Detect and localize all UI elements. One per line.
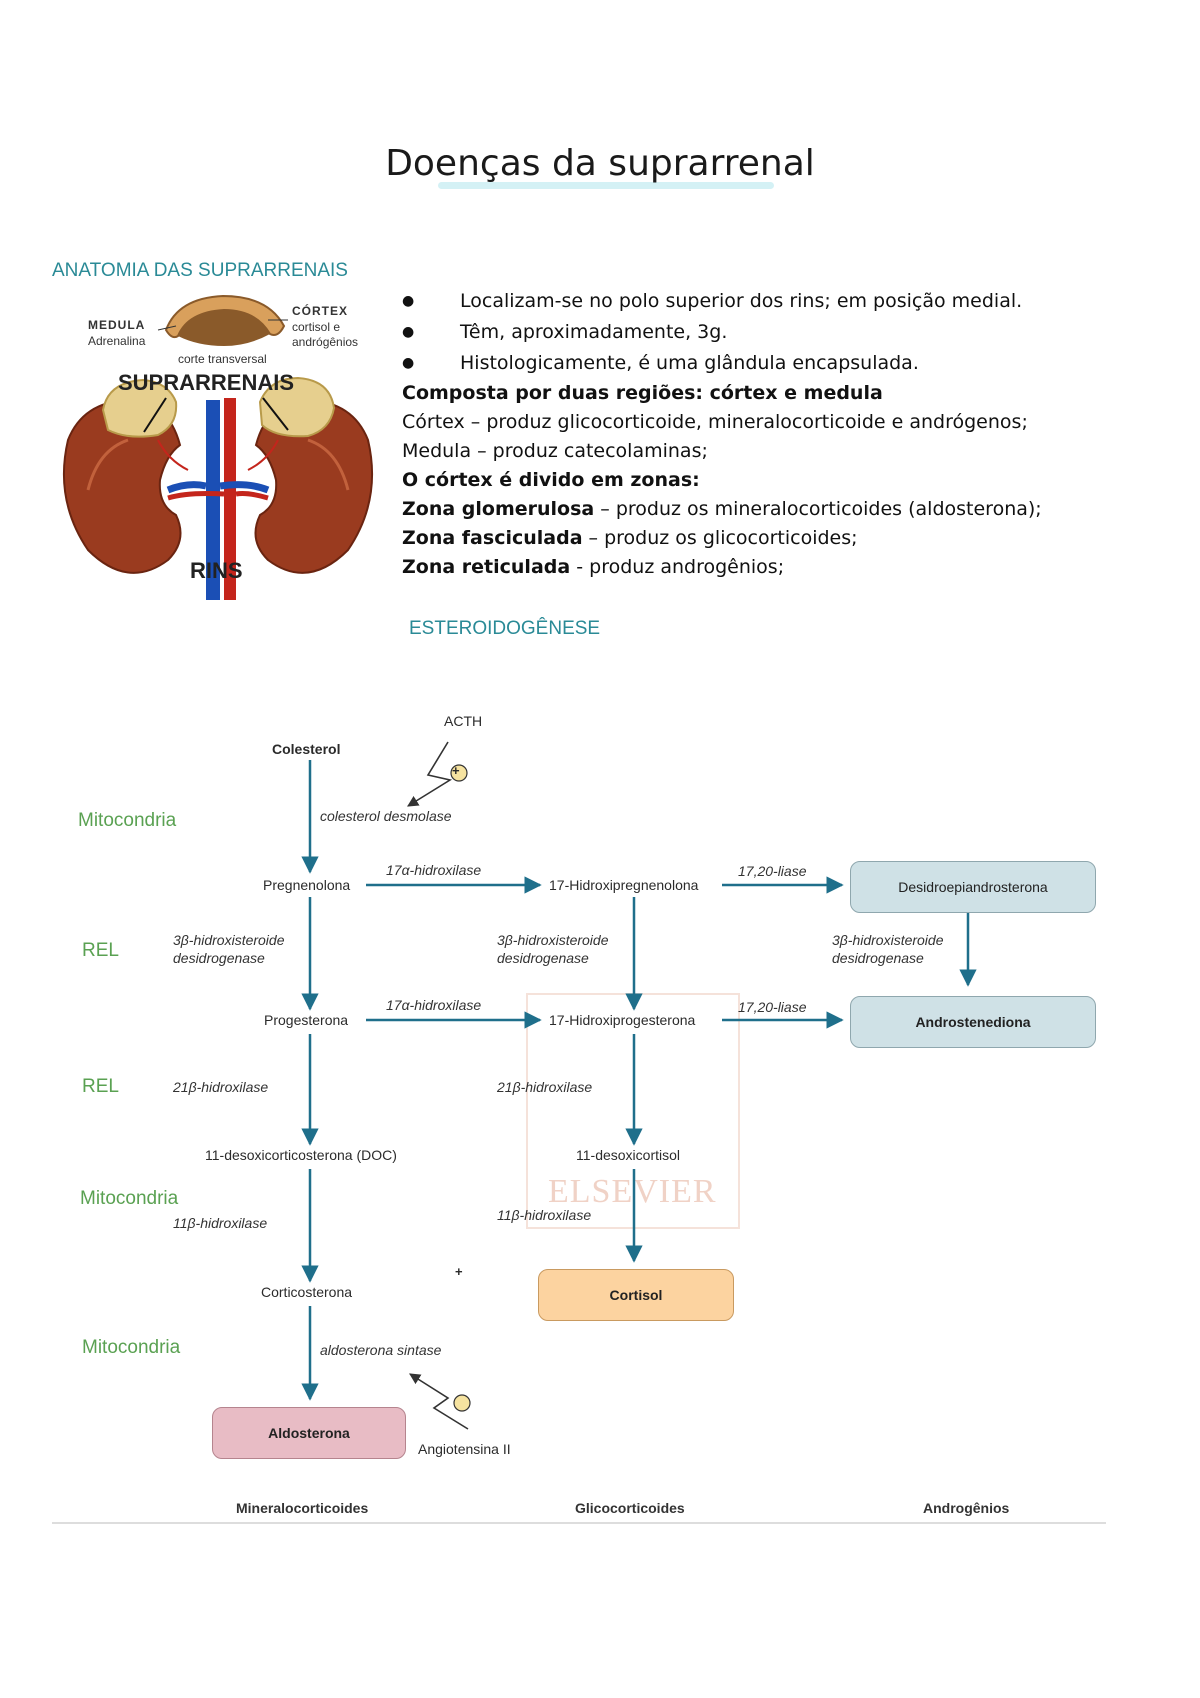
text-line: Córtex – produz glicocorticoide, mineral… [402,411,1028,433]
zone-label: Mitocondria [78,810,177,831]
zone-label: REL [82,940,119,961]
bullet-item: Histologicamente, é uma glândula encapsu… [402,348,1022,379]
cortex-sub-1: cortisol e [292,320,341,334]
enzyme-label: 3β-hidroxisteroide [173,932,285,948]
enzyme-label: 11β-hidroxilase [497,1207,592,1223]
text-line: Zona reticulada - produz androgênios; [402,556,785,578]
medula-sub: Adrenalina [88,334,146,348]
angiotensina-label: Angiotensina II [418,1441,511,1457]
enzyme-label: 21β-hidroxilase [497,1079,593,1095]
kidneys-label: RINS [190,558,243,583]
acth-label: ACTH [444,713,483,729]
cortex-sub-2: andrógênios [292,335,359,349]
corticosterona-label: Corticosterona [261,1284,353,1300]
progesterona-label: Progesterona [264,1012,349,1028]
bullet-item: Têm, aproximadamente, 3g. [402,317,1022,348]
text-line: O córtex é divido em zonas: [402,469,700,491]
zone-label: Mitocondria [80,1188,179,1209]
enzyme-label: colesterol desmolase [320,808,452,824]
enzyme-label: 3β-hidroxisteroide [497,932,609,948]
enzyme-label: 17,20-liase [738,863,807,879]
androstenediona-box: Androstenediona [850,996,1096,1048]
colesterol-label: Colesterol [272,741,341,757]
desoxicortisol-label: 11-desoxicortisol [576,1147,681,1163]
kidneys-drawing [62,294,374,600]
plus-sign-acth: + [452,763,460,778]
enzyme-label: 17α-hidroxilase [386,997,482,1013]
enzyme-label: desidrogenase [173,950,265,966]
hidroxipregnenolona-label: 17-Hidroxipregnenolona [549,877,699,893]
enzyme-label: 11β-hidroxilase [173,1215,268,1231]
doc-label: 11-desoxicorticosterona (DOC) [205,1147,397,1163]
enzyme-label: 17,20-liase [738,999,807,1015]
anatomy-heading: ANATOMIA DAS SUPRARRENAIS [52,260,348,281]
pregnenolona-label: Pregnenolona [263,877,351,893]
category-label: Androgênios [923,1500,1010,1516]
text-line: Composta por duas regiões: córtex e medu… [402,382,883,404]
medula-label: MEDULA [88,318,146,332]
dhea-box: Desidroepiandrosterona [850,861,1096,913]
enzyme-label: desidrogenase [832,950,924,966]
anatomy-text: Composta por duas regiões: córtex e medu… [402,379,1042,582]
cortex-label: CÓRTEX [292,304,349,318]
watermark-text: ELSEVIER [548,1173,717,1210]
anatomy-illustration: MEDULA Adrenalina CÓRTEX cortisol e andr… [48,290,388,620]
category-label: Glicocorticoides [575,1500,685,1516]
glands-label: SUPRARRENAIS [118,370,295,395]
text-line: Medula – produz catecolaminas; [402,440,708,462]
cut-label: corte transversal [178,352,267,366]
zone-label: REL [82,1076,119,1097]
text-line: Zona fasciculada – produz os glicocortic… [402,527,858,549]
bullet-item: Localizam-se no polo superior dos rins; … [402,286,1022,317]
steroid-heading: ESTEROIDOGÊNESE [409,618,601,639]
enzyme-label: aldosterona sintase [320,1342,442,1358]
page-title: Doenças da suprarrenal [385,143,815,184]
enzyme-label: desidrogenase [497,950,589,966]
text-line: Zona glomerulosa – produz os mineralocor… [402,498,1042,520]
anatomy-bullets: Localizam-se no polo superior dos rins; … [402,286,1022,379]
plus-sign-angiotensina: + [455,1264,463,1279]
hidroxiprogesterona-label: 17-Hidroxiprogesterona [549,1012,696,1028]
category-label: Mineralocorticoides [236,1500,369,1516]
zone-label: Mitocondria [82,1337,181,1358]
enzyme-label: 21β-hidroxilase [173,1079,269,1095]
aldosterona-box: Aldosterona [212,1407,406,1459]
enzyme-label: 3β-hidroxisteroide [832,932,944,948]
title-highlight [438,182,774,189]
enzyme-label: 17α-hidroxilase [386,862,482,878]
cortisol-box: Cortisol [538,1269,734,1321]
